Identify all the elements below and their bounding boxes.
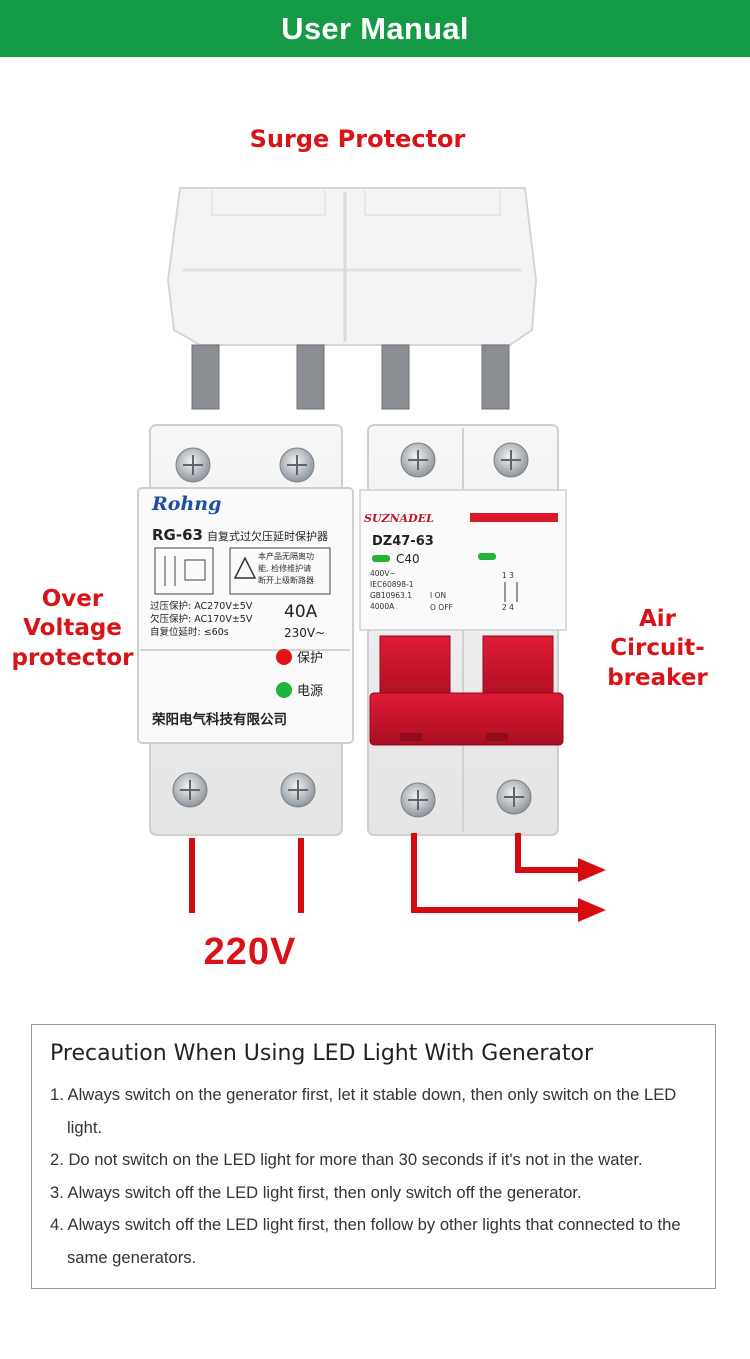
surge-protector-cover [166,187,538,410]
output-arrow-icon [578,858,606,882]
breaker-handle [369,692,564,746]
precaution-item: 4. Always switch off the LED light first… [50,1215,681,1267]
notice-line-3: 断开上级断路器 [258,575,314,585]
spec-line-1: 400V~ [370,569,396,578]
ovp-label-line-1: Over [41,586,104,612]
over-voltage-spec: 过压保护: AC270V±5V [150,600,253,612]
precaution-list: 1. Always switch on the generator first,… [50,1079,697,1274]
ovp-label-line-2: Voltage [23,615,122,642]
output-arrow-icon [578,898,606,922]
c40-rating: C40 [396,552,420,566]
reset-delay-spec: 自复位延时: ≤60s [150,626,229,638]
spec-line-4: 4000A [370,602,395,611]
air-circuit-breaker-label: Air Circuit-breaker [565,605,750,693]
air-circuit-breaker-device: SUZNADEL DZ47-63 C40 400V~ IEC60898-1 GB… [359,424,567,836]
notice-line-1: 本产品无隔离功 [258,551,314,561]
header-bar: User Manual [0,0,750,57]
rohng-brand: Rohng [151,493,221,515]
rating-current: 40A [284,602,318,622]
spec-line-2: IEC60898-1 [370,580,414,589]
over-voltage-protector-label: Over Voltage protector [10,585,135,673]
precaution-item: 1. Always switch on the generator first,… [50,1085,677,1137]
page-title: User Manual [281,10,469,46]
notice-line-2: 能, 检修维护请 [258,563,311,573]
precaution-item: 2. Do not switch on the LED light for mo… [50,1150,643,1169]
protect-led-icon [276,649,292,665]
under-voltage-spec: 欠压保护: AC170V±5V [150,613,253,625]
company-name: 荣阳电气科技有限公司 [151,711,287,728]
power-led-icon [276,682,292,698]
acb-label-line-2: Circuit-breaker [607,635,708,691]
precaution-box: Precaution When Using LED Light With Gen… [31,1024,716,1289]
terminal-bottom-label: 2 4 [502,603,514,612]
rating-voltage: 230V~ [284,626,325,640]
ovp-label-line-3: protector [11,644,134,671]
protect-led-label: 保护 [297,651,323,666]
dz47-model: DZ47-63 [372,534,434,549]
precaution-title: Precaution When Using LED Light With Gen… [50,1041,594,1066]
voltage-label: 220V [203,931,297,973]
suznadel-brand: SUZNADEL [364,512,434,525]
off-label: O OFF [430,603,453,612]
device-illustration: Rohng RG-63 自复式过欠压延时保护器 本产品无隔离功 能, 检修维护请… [137,187,606,922]
wiring [189,833,606,922]
surge-protector-label: Surge Protector [249,125,466,153]
spec-line-3: GB10963.1 [370,591,412,600]
terminal-top-label: 1 3 [502,571,514,580]
rg63-model: RG-63 [152,526,203,544]
power-led-label: 电源 [297,684,323,699]
on-label: I ON [430,591,446,600]
rg63-model-desc: 自复式过欠压延时保护器 [207,529,328,543]
over-voltage-protector-device: Rohng RG-63 自复式过欠压延时保护器 本产品无隔离功 能, 检修维护请… [137,424,354,836]
acb-label-line-1: Air [638,606,677,632]
precaution-item: 3. Always switch off the LED light first… [50,1182,582,1202]
